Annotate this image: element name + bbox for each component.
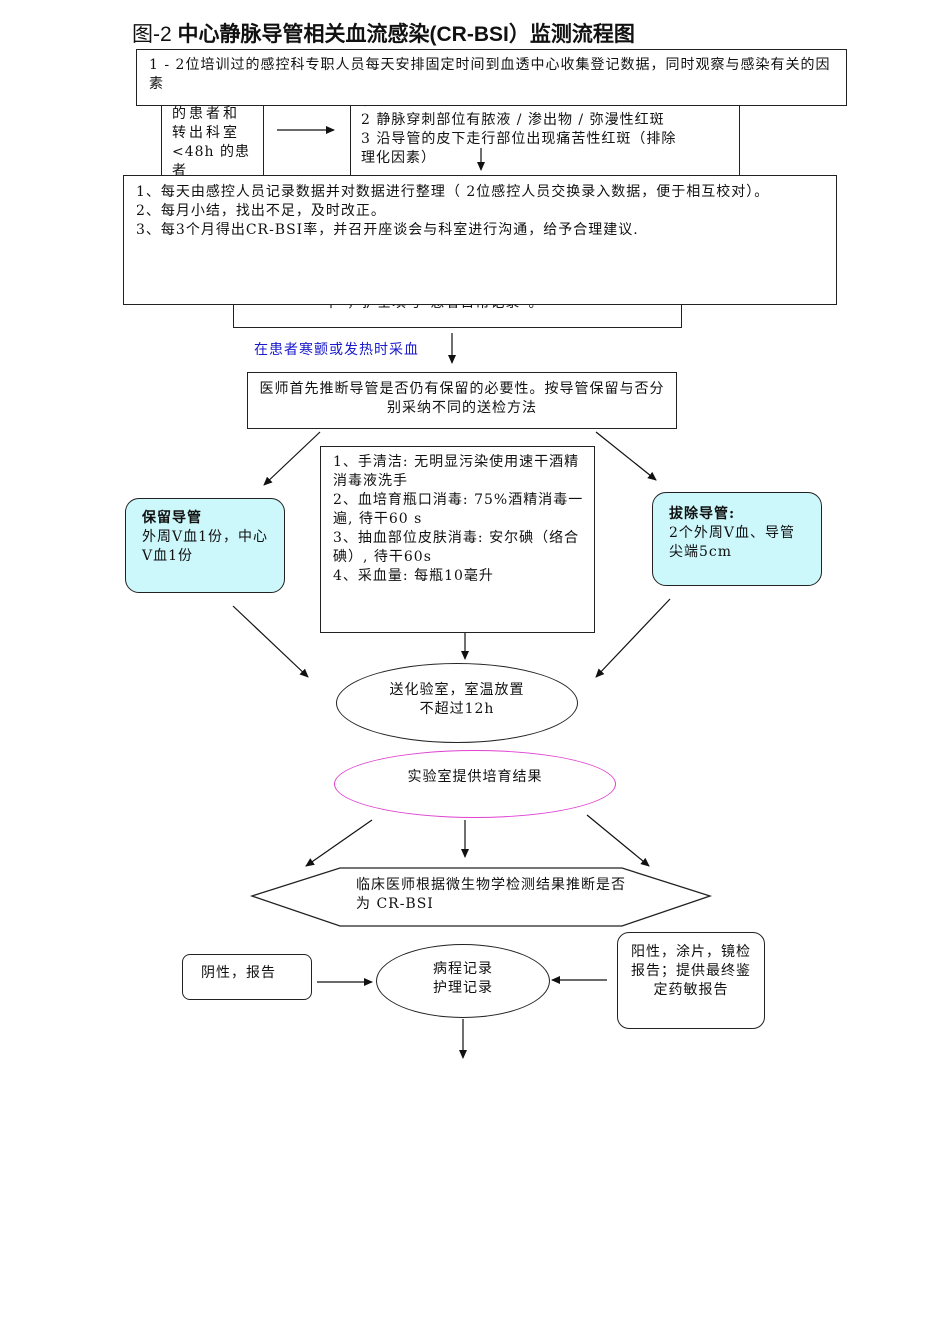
right-partial-line: 理化因素）	[361, 150, 436, 166]
arrow-line	[595, 431, 657, 481]
procedure-box: 1、手清洁: 无明显污染使用速干酒精消毒液洗手 2、血培育瓶口消毒: 75%酒精…	[320, 446, 595, 633]
lab-result-ellipse: 实验室提供培育结果	[334, 750, 616, 818]
positive-box: 阳性，涂片，镜检报告；提供最终鉴定药敏报告	[617, 932, 765, 1029]
positive-text: 阳性，涂片，镜检报告；提供最终鉴定药敏报告	[631, 944, 751, 998]
right-partial-line: 3 沿导管的皮下走行部位出现痛苦性红斑（排除	[361, 131, 677, 147]
left-partial-line: 转出科室	[172, 125, 240, 141]
top-collect-text: 1 - 2位培训过的感控科专职人员每天安排固定时间到血透中心收集登记数据，同时观…	[149, 57, 831, 92]
doctor-decision-text: 医师首先推断导管是否仍有保留的必要性。按导管保留与否分别采纳不同的送检方法	[259, 381, 665, 416]
blood-sample-label: 在患者寒颤或发热时采血	[254, 342, 419, 358]
records-line: 病程记录	[433, 961, 493, 977]
summary-line: 2、每月小结，找出不足，及时改正。	[136, 203, 386, 219]
title-prefix: 图-2	[132, 23, 178, 46]
retain-catheter-body: 外周V血1份，中心V血1份	[142, 529, 269, 564]
top-collect-box: 1 - 2位培训过的感控科专职人员每天安排固定时间到血透中心收集登记数据，同时观…	[136, 49, 847, 106]
title-main: 中心静脉导管相关血流感染(CR-BSI）监测流程图	[177, 23, 635, 46]
procedure-line: 1、手清洁: 无明显污染使用速干酒精消毒液洗手	[333, 454, 580, 489]
arrow-line	[263, 431, 321, 486]
remove-catheter-box: 拔除导管: 2个外周V血、导管尖端5cm	[652, 492, 822, 586]
summary-box: 1、每天由感控人员记录数据并对数据进行整理（ 2位感控人员交换录入数据，便于相互…	[123, 175, 837, 305]
clinical-judgment-label: 临床医师根据微生物学检测结果推断是否为 CR-BSI	[356, 877, 626, 912]
summary-line: 3、每3个月得出CR-BSI率，并召开座谈会与科室进行沟通，给予合理建议.	[136, 222, 639, 238]
arrow-line	[305, 819, 373, 867]
negative-box: 阴性，报告	[182, 954, 312, 1000]
arrow-line	[232, 605, 309, 678]
arrow-line	[586, 814, 650, 867]
doctor-decision-box: 医师首先推断导管是否仍有保留的必要性。按导管保留与否分别采纳不同的送检方法	[247, 372, 677, 429]
remove-catheter-body: 2个外周V血、导管尖端5cm	[669, 525, 796, 560]
negative-text: 阴性，报告	[201, 965, 276, 981]
lab-send-ellipse: 送化验室，室温放置不超过12h	[336, 663, 578, 743]
lab-send-text: 送化验室，室温放置不超过12h	[389, 682, 525, 717]
left-partial-line: 的患者和	[172, 106, 240, 122]
left-partial-line: <48h 的患	[172, 144, 251, 160]
procedure-line: 2、血培育瓶口消毒: 75%酒精消毒一遍, 待干60 s	[333, 492, 584, 527]
right-partial-line: 2 静脉穿刺部位有脓液 / 渗出物 / 弥漫性红斑	[361, 112, 665, 128]
clinical-judgment-text: 临床医师根据微生物学检测结果推断是否为 CR-BSI	[356, 876, 626, 914]
procedure-line: 3、抽血部位皮肤消毒: 安尔碘（络合碘）, 待干60s	[333, 530, 580, 565]
remove-catheter-heading: 拔除导管:	[669, 506, 736, 522]
records-line: 护理记录	[433, 980, 493, 996]
records-ellipse: 病程记录 护理记录	[376, 944, 550, 1018]
retain-catheter-box: 保留导管 外周V血1份，中心V血1份	[125, 498, 285, 593]
lab-result-text: 实验室提供培育结果	[407, 769, 543, 785]
retain-catheter-heading: 保留导管	[142, 510, 202, 526]
summary-line: 1、每天由感控人员记录数据并对数据进行整理（ 2位感控人员交换录入数据，便于相互…	[136, 184, 770, 200]
procedure-line: 4、采血量: 每瓶10毫升	[333, 568, 494, 584]
diagram-title: 图-2 中心静脉导管相关血流感染(CR-BSI）监测流程图	[132, 18, 635, 48]
arrow-line	[595, 598, 671, 678]
